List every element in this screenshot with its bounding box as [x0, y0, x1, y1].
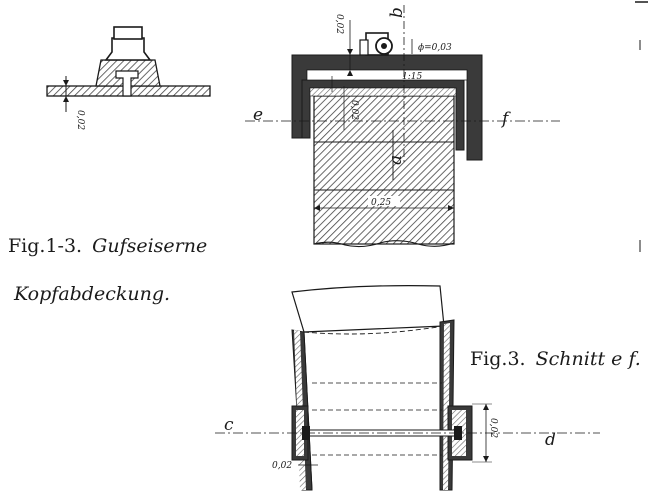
caption-prefix: Fig.1-3.: [8, 235, 82, 257]
fig1-dim-label: 0,02: [75, 110, 85, 130]
fig2-slope-label: 1:15: [402, 72, 422, 82]
fig3-letter-c: c: [224, 415, 234, 435]
fig2-letter-a: a: [386, 155, 406, 165]
fig3-dim-right: 0,02: [488, 418, 498, 438]
caption-line2: Kopfabdeckung.: [13, 283, 170, 305]
fig2-letter-e: e: [253, 105, 263, 125]
fig2-dim-width: 0,25: [371, 198, 391, 208]
svg-text:Fig.1-3. Gufseiserne: Fig.1-3. Gufseiserne: [8, 235, 207, 257]
fig2-diameter-label: ϕ=0,03: [418, 43, 452, 53]
svg-text:Fig.3. Schnitt e f.: Fig.3. Schnitt e f.: [470, 348, 641, 370]
fig2-dim-top: 0,02: [334, 14, 344, 34]
fig2-dim-inner: 0,02: [349, 100, 359, 120]
fig2-letter-f: f: [500, 109, 511, 129]
fig2-letter-b: b: [387, 7, 407, 18]
fig2-elevation: b e f a 0,02 ϕ=0,03 1:15 0,02 0,25: [245, 5, 560, 248]
fig3-dim-bottom: 0,02: [272, 461, 292, 471]
fig3-letter-d: d: [545, 430, 556, 450]
caption-line1: Gufseiserne: [92, 235, 207, 257]
fig3-caption-prefix: Fig.3.: [470, 348, 526, 370]
fig1-section: 0,02: [46, 26, 211, 130]
figure-caption: Fig.1-3. Gufseiserne Kopfabdeckung.: [8, 235, 207, 305]
fig3-section: c d 0,02 0,02 Fig.3. Schnitt e f.: [215, 285, 641, 491]
fig3-caption-text: Schnitt e f.: [536, 348, 641, 370]
